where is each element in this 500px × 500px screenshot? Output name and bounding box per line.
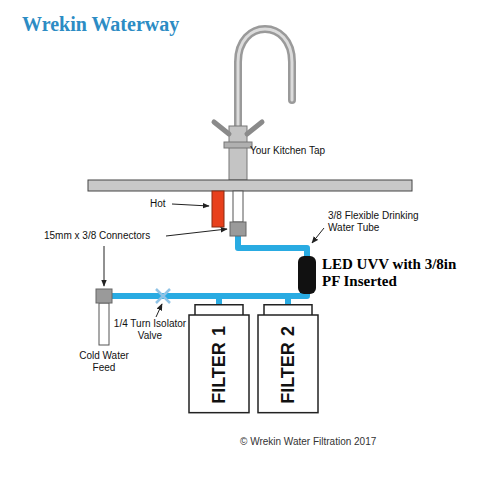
filter-cap xyxy=(195,305,243,316)
filter-label: FILTER xyxy=(278,342,298,404)
leader-line xyxy=(172,204,209,206)
tap-body xyxy=(229,126,247,180)
tap-handle xyxy=(247,122,262,134)
part-label: 1/4 Turn Isolator Valve xyxy=(112,318,188,342)
tap-spout-highlight xyxy=(238,29,292,130)
uv-unit: LED UVV with 3/8in PF Inserted xyxy=(298,256,474,294)
filter-label: FILTER xyxy=(209,342,229,404)
water-tube xyxy=(219,296,288,304)
part-label: 3/8 Flexible Drinking Water Tube xyxy=(328,210,440,234)
tap-spout xyxy=(238,29,292,130)
leader-line xyxy=(156,304,162,317)
leader-line xyxy=(312,228,324,243)
leader-line xyxy=(104,246,105,286)
connector xyxy=(96,289,112,303)
spacer xyxy=(244,151,246,152)
brand-title: Wrekin Waterway xyxy=(22,12,179,36)
tap-tail xyxy=(233,191,243,222)
tap-handle xyxy=(214,122,229,134)
cold-feed-pipe xyxy=(99,303,109,345)
connector xyxy=(230,222,246,236)
filter-body xyxy=(258,315,318,413)
filter-housing: FILTER 1 xyxy=(188,304,250,414)
isolator-valve xyxy=(156,289,170,303)
part-label: 15mm x 3/8 Connectors xyxy=(44,230,169,242)
filter-body xyxy=(189,315,249,413)
part-label: Cold Water Feed xyxy=(74,350,134,374)
drinking-tube xyxy=(238,236,307,256)
filter-number: 1 xyxy=(209,326,229,336)
uv-lamp-body xyxy=(298,256,316,294)
leader-line xyxy=(166,229,227,236)
tap-collar xyxy=(224,142,252,148)
worktop xyxy=(88,180,412,191)
filter-number: 2 xyxy=(278,326,298,336)
uv-unit-label: LED UVV with 3/8in PF Inserted xyxy=(322,256,472,290)
filter-housing: FILTER 2 xyxy=(257,304,319,414)
water-tube xyxy=(288,294,307,304)
copyright-caption: © Wrekin Water Filtration 2017 xyxy=(240,436,376,448)
part-label: Your Kitchen Tap xyxy=(250,145,360,157)
part-label: Hot xyxy=(150,198,174,210)
filter-cap xyxy=(264,305,312,316)
hot-pipe xyxy=(212,191,224,227)
